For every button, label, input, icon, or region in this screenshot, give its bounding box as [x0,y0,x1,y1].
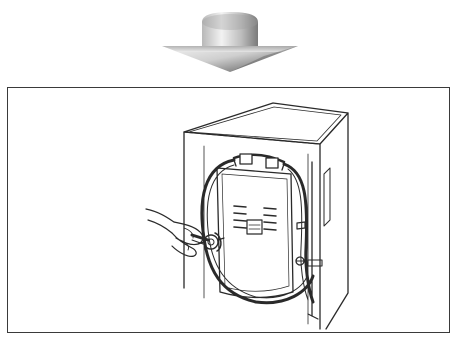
step-down-arrow [160,8,300,74]
down-arrow-icon [162,12,298,72]
hand-with-wrench-icon [145,208,210,257]
illustration-panel [7,87,450,333]
washing-machine-back-view-icon [183,102,349,330]
